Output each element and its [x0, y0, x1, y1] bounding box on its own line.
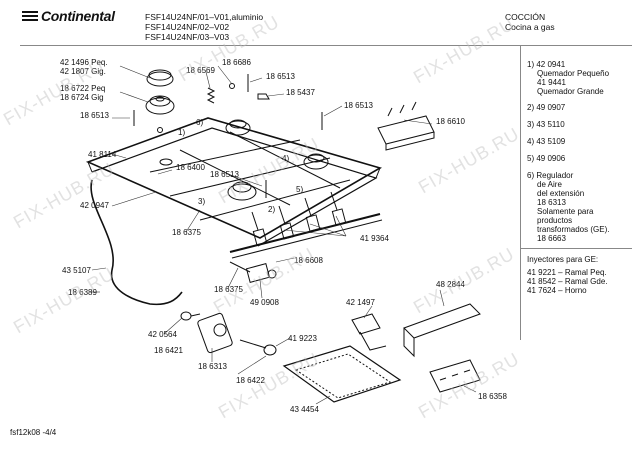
part-label: 18 6686	[222, 58, 251, 67]
part-number-marker: 4)	[282, 154, 290, 163]
legend-line: transformados (GE).	[537, 225, 610, 234]
part-label: 18 6358	[478, 392, 507, 401]
part-label: 18 6513	[266, 72, 295, 81]
part-label: 18 6569	[186, 66, 215, 75]
part-label: 18 6513	[344, 101, 373, 110]
part-number-marker: 2)	[268, 205, 276, 214]
legend-line: 3) 43 5110	[527, 120, 565, 129]
injector-line: 41 7624 – Horno	[527, 286, 587, 295]
part-number-marker: 1)	[178, 128, 186, 137]
brand-logo-icon	[22, 11, 38, 21]
part-label: 18 6608	[294, 256, 323, 265]
part-label: 42 0564	[148, 330, 177, 339]
part-number-marker: 3)	[198, 197, 206, 206]
part-label: 41 9223	[288, 334, 317, 343]
page-footer: fsf12k08 -4/4	[10, 428, 57, 437]
part-label: 18 6313	[198, 362, 227, 371]
part-label: 41 9364	[360, 234, 389, 243]
legend-line: 5) 49 0906	[527, 154, 566, 163]
legend-line: 1) 42 0941	[527, 60, 566, 69]
injector-line: 41 9221 – Ramal Peq.	[527, 268, 607, 277]
model-line-3: FSF14U24NF/03–V03	[145, 32, 230, 42]
legend-line: productos	[537, 216, 573, 225]
part-label: 41 8114	[88, 150, 117, 159]
legend-line: de Aire	[537, 180, 562, 189]
part-label: 18 6375	[214, 285, 243, 294]
part-label: 18 6722 Peq	[60, 84, 106, 93]
injector-line: 41 8542 – Ramal Gde.	[527, 277, 608, 286]
legend-line: 41 9441	[537, 78, 566, 87]
section-title: COCCIÓN	[505, 12, 546, 22]
part-label: 49 0908	[250, 298, 279, 307]
model-line-1: FSF14U24NF/01–V01,aluminio	[145, 12, 264, 22]
part-label: 18 6610	[436, 117, 465, 126]
legend-line: del extensión	[537, 189, 585, 198]
header-divider	[20, 45, 632, 46]
legend-line: 4) 43 5109	[527, 137, 566, 146]
part-label: 42 1497	[346, 298, 375, 307]
legend-line: Solamente para	[537, 207, 594, 216]
part-label: 18 6421	[154, 346, 183, 355]
part-label: 18 6513	[210, 170, 239, 179]
part-label: 43 4454	[290, 405, 319, 414]
part-label: 42 1807 Gig.	[60, 67, 106, 76]
legend-line: Quemador Grande	[537, 87, 604, 96]
part-label: 48 2844	[436, 280, 465, 289]
model-line-2: FSF14U24NF/02–V02	[145, 22, 230, 32]
part-label: 42 0947	[80, 201, 109, 210]
legend-line: 18 6313	[537, 198, 566, 207]
part-label: 42 1496 Peq.	[60, 58, 108, 67]
legend-line: 6) Regulador	[527, 171, 574, 180]
legend-section-divider	[520, 248, 632, 249]
part-label: 18 6724 Gig	[60, 93, 104, 102]
legend-divider	[520, 45, 521, 340]
legend-line: 2) 49 0907	[527, 103, 566, 112]
brand-name: Continental	[41, 8, 115, 24]
part-number-marker: 6)	[196, 118, 204, 127]
part-label: 18 6422	[236, 376, 265, 385]
part-label: 43 5107	[62, 266, 91, 275]
injectors-title: Inyectores para GE:	[527, 255, 599, 264]
part-label: 18 6400	[176, 163, 205, 172]
legend-line: 18 6663	[537, 234, 566, 243]
brand-logo: Continental	[22, 8, 115, 24]
part-label: 18 5437	[286, 88, 315, 97]
part-number-marker: 5)	[296, 185, 304, 194]
legend-line: Quemador Pequeño	[537, 69, 610, 78]
section-subtitle: Cocina a gas	[505, 22, 555, 32]
part-label: 18 6513	[80, 111, 109, 120]
part-label: 18 6375	[172, 228, 201, 237]
part-label: 18 6389	[68, 288, 97, 297]
